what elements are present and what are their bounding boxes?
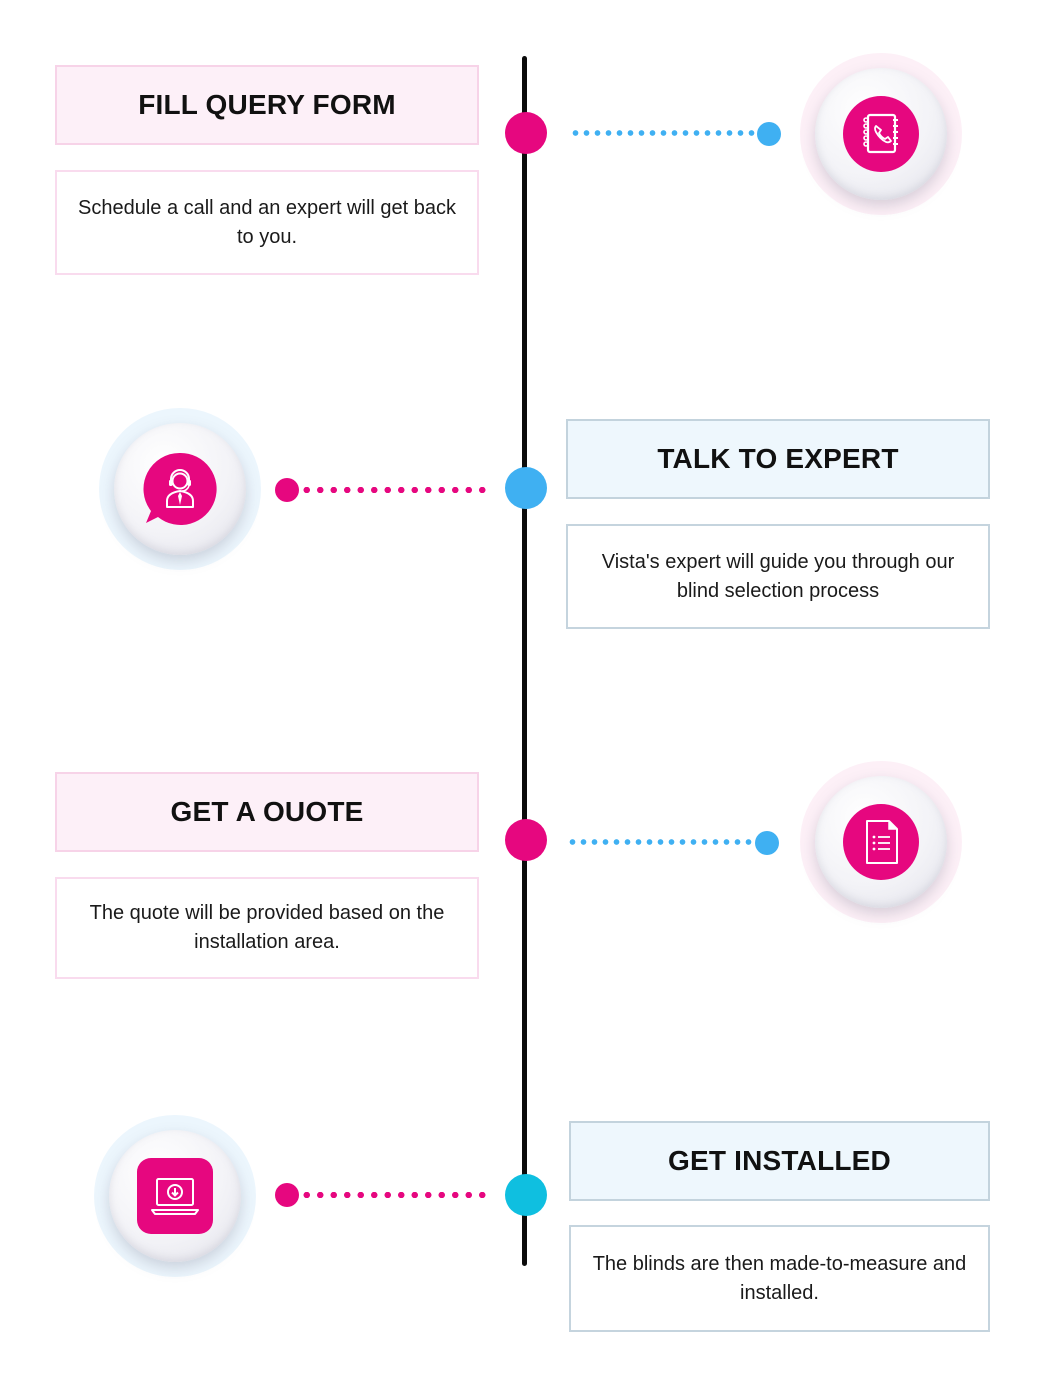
step-4-title: GET INSTALLED	[569, 1121, 990, 1201]
timeline-line	[522, 56, 527, 1266]
step-1-connector-dot	[757, 122, 781, 146]
step-3-icon-badge	[800, 761, 962, 923]
phone-book-icon	[843, 96, 919, 172]
step-3-connector-dot	[755, 831, 779, 855]
step-2-icon-badge	[99, 408, 261, 570]
document-icon	[843, 804, 919, 880]
step-1-title: FILL QUERY FORM	[55, 65, 479, 145]
step-2-title: TALK TO EXPERT	[566, 419, 990, 499]
step-1-connector	[570, 130, 756, 136]
step-2-node	[505, 467, 547, 509]
step-4-icon-badge	[94, 1115, 256, 1277]
step-3-node	[505, 819, 547, 861]
step-4-node	[505, 1174, 547, 1216]
step-3-description: The quote will be provided based on the …	[55, 877, 479, 979]
step-1-description: Schedule a call and an expert will get b…	[55, 170, 479, 275]
step-4-description: The blinds are then made-to-measure and …	[569, 1225, 990, 1332]
step-2-connector-dot	[275, 478, 299, 502]
step-1-node	[505, 112, 547, 154]
support-agent-icon	[142, 451, 218, 527]
step-3-connector	[567, 839, 756, 845]
step-2-description: Vista's expert will guide you through ou…	[566, 524, 990, 629]
step-4-connector	[300, 1192, 488, 1198]
step-1-icon-badge	[800, 53, 962, 215]
step-2-connector	[300, 487, 488, 493]
step-3-title: GET A OUOTE	[55, 772, 479, 852]
laptop-download-icon	[137, 1158, 213, 1234]
step-4-connector-dot	[275, 1183, 299, 1207]
